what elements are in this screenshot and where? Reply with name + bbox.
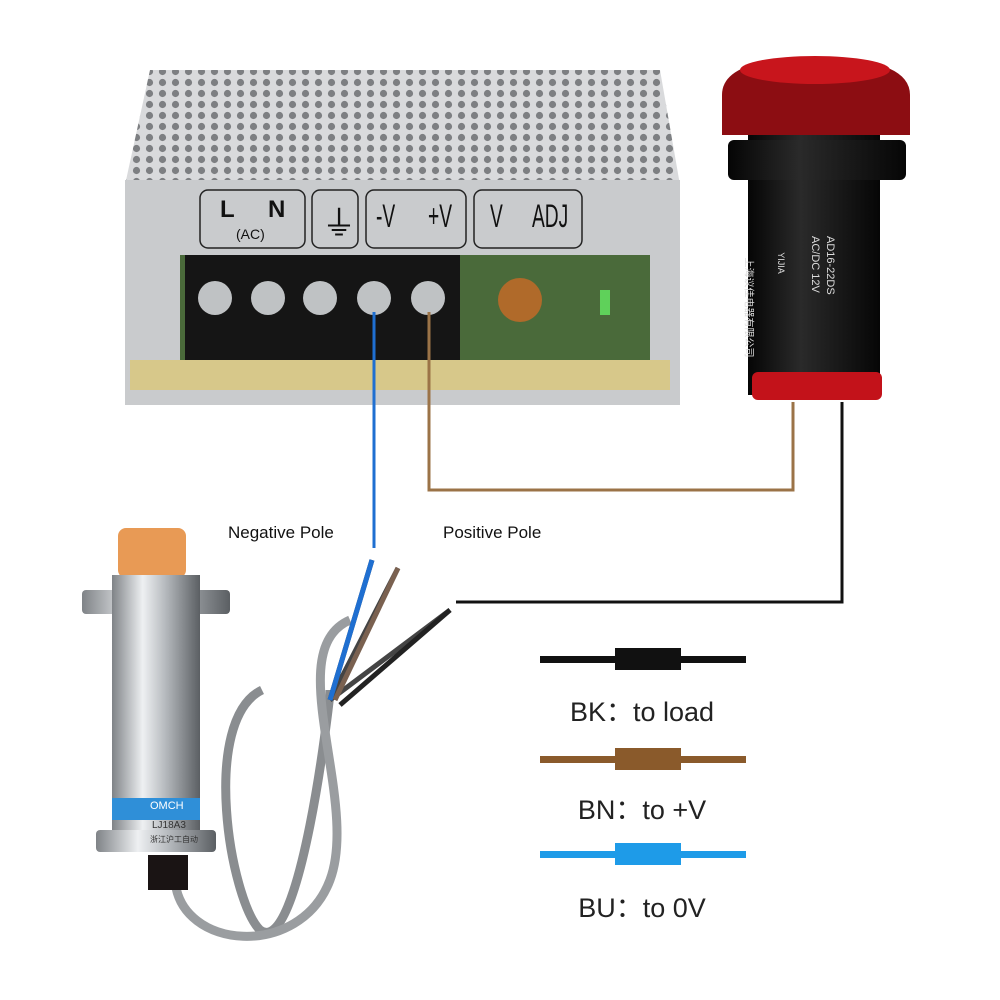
sensor-cap <box>118 528 186 578</box>
terminal-label-pos-v: +V <box>428 198 453 234</box>
terminal-label-v: V <box>490 198 503 234</box>
sensor-brand: OMCH <box>150 800 184 812</box>
sensor-maker: 浙江沪工自动 <box>150 835 198 844</box>
positive-pole-label: Positive Pole <box>443 523 542 542</box>
terminal-screws <box>198 281 445 315</box>
negative-pole-label: Negative Pole <box>228 523 334 542</box>
legend-swatches <box>540 648 746 865</box>
vent-grille <box>125 70 680 185</box>
terminal-label-ac: (AC) <box>236 226 265 242</box>
legend-bu-label: BU：to 0V <box>578 893 706 923</box>
brown-wire <box>427 312 795 492</box>
wires <box>372 312 844 604</box>
lamp-model: AD16-22DS <box>824 236 836 295</box>
proximity-sensor <box>82 528 452 941</box>
terminal-label-l: L <box>220 196 235 223</box>
terminal-label-neg-v: -V <box>376 198 396 234</box>
inductor-coil <box>498 278 542 322</box>
indicator-lamp <box>722 56 910 400</box>
legend-bn-label: BN：to +V <box>577 795 707 825</box>
black-wire <box>456 402 844 604</box>
terminal-label-adj: ADJ <box>532 198 569 234</box>
ground-icon: ⏚ <box>322 205 356 243</box>
power-supply <box>125 70 680 405</box>
terminal-label-n: N <box>268 196 286 223</box>
led <box>600 290 610 315</box>
lamp-rating: AC/DC 12V <box>809 236 821 293</box>
sensor-model: LJ18A3 <box>152 820 186 831</box>
legend-bk-label: BK：to load <box>569 697 715 727</box>
lamp-maker: 上海议佳电器有限公司 <box>742 257 754 358</box>
lamp-brand: YIJIA <box>775 252 786 274</box>
